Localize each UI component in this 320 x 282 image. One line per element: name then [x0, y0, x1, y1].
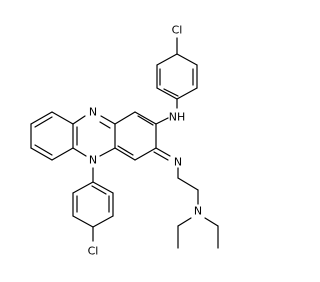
amine-nh-atom: NH [169, 111, 186, 124]
atom-labels: Cl NH N N N N Cl [88, 24, 202, 258]
ring-nitrogen-top: N [89, 106, 97, 119]
chlorine-atom-top: Cl [172, 24, 183, 37]
ring-nitrogen-bottom: N [89, 154, 97, 167]
diethyl-nitrogen-atom: N [194, 205, 202, 218]
chlorine-atom-bottom: Cl [88, 245, 99, 258]
chemical-structure-diagram: Cl NH N N N N Cl [30, 24, 219, 258]
bond-group [30, 37, 219, 249]
imine-nitrogen-atom: N [174, 156, 182, 169]
